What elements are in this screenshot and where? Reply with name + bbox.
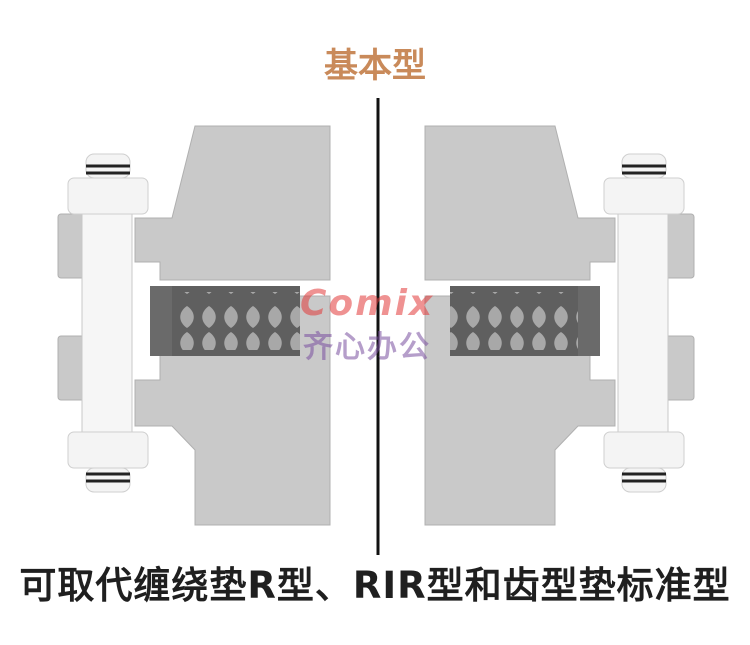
right-bolt-nut-icon — [603, 153, 685, 493]
diagram-title: 基本型 — [324, 46, 426, 86]
left-gasket — [150, 286, 300, 356]
left-bolt-nut-icon — [67, 153, 149, 493]
diagram-caption: 可取代缠绕垫R型、RIR型和齿型垫标准型 — [19, 564, 731, 607]
watermark-subtitle: 齐心办公 — [303, 330, 431, 365]
right-gasket — [450, 286, 600, 356]
right-flange-body — [424, 125, 616, 281]
watermark-brand: Comix — [300, 283, 435, 324]
left-flange-body — [134, 125, 331, 281]
